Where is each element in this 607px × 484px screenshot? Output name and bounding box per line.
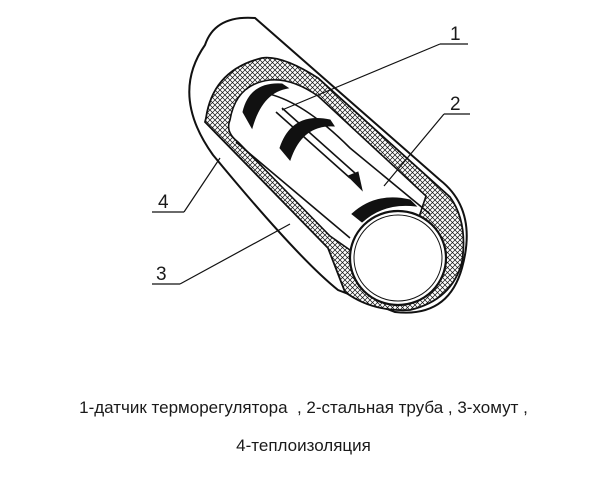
callout-2: 2 [450,94,461,115]
thermostat-sensor-probe-a [275,111,351,179]
caption-line-1: 1-датчик терморегулятора , 2-стальная тр… [79,398,528,417]
clamp-ring-3 [351,197,418,223]
leader-line-4 [183,157,221,213]
leader-line-2 [383,113,445,187]
caption-line-2: 4-теплоизоляция [236,436,371,455]
thermostat-sensor-probe-b [281,107,357,175]
clamp-ring-1 [242,83,290,130]
steel-pipe-end-inner [353,214,443,302]
steel-pipe-bottom-edge [235,141,351,239]
clamp-ring-2 [279,118,335,162]
thermostat-sensor-tip [347,171,363,192]
leader-line-1 [281,43,441,111]
steel-pipe-end [348,209,448,307]
callout-4: 4 [158,192,169,213]
leader-line-3 [179,223,291,285]
callout-3: 3 [156,264,167,285]
callout-1: 1 [450,24,461,45]
